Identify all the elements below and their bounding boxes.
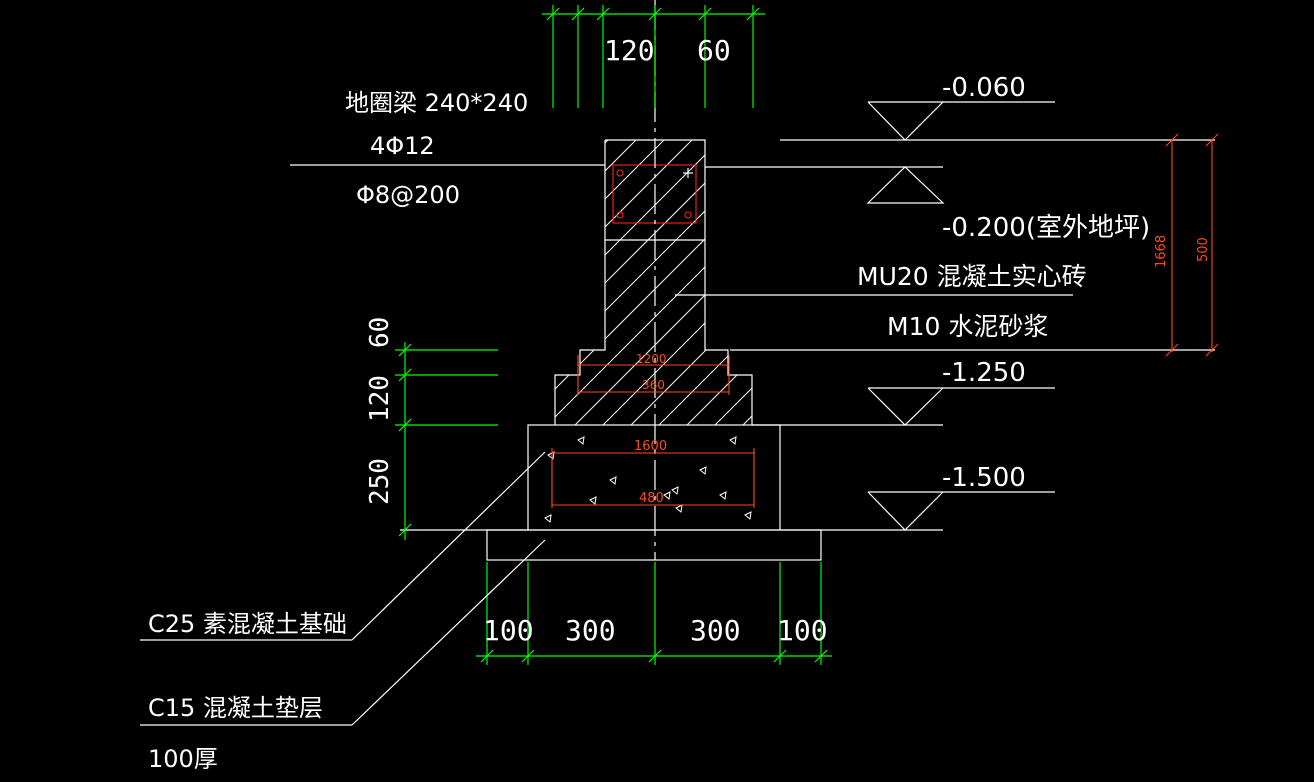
- concrete-aggregate: [589, 496, 597, 505]
- red-dim-480: 480: [639, 491, 664, 506]
- hatch-line: [555, 140, 752, 425]
- rebar-dot: [616, 169, 624, 177]
- hatch-line: [567, 140, 752, 425]
- hatch-line: [623, 140, 752, 425]
- brick-hatch: [0, 0, 1314, 600]
- red-dim-1668: 1668: [1154, 235, 1169, 268]
- concrete-aggregate: [609, 476, 617, 485]
- left-dim-250: 250: [365, 458, 395, 505]
- beam-title-label: 地圈梁 240*240: [345, 89, 528, 117]
- red-dim-1200: 1200: [636, 352, 667, 366]
- elevation-label-1: -0.060: [942, 73, 1026, 103]
- brick-material-label: MU20 混凝土实心砖: [857, 262, 1087, 291]
- c15-cushion-layer: [486, 529, 822, 561]
- hatch-line: [555, 140, 752, 425]
- hatch-line: [595, 140, 752, 425]
- top-dim-60: 60: [697, 34, 731, 67]
- elevation-marker-2: [866, 166, 945, 204]
- wall-outline: [554, 139, 753, 425]
- hatch-line: [0, 0, 384, 600]
- cushion-leader: [351, 539, 546, 726]
- inner-red-dimensions: [551, 355, 755, 508]
- bottom-dimension-lines: [476, 562, 832, 665]
- bottom-dim-100-left: 100: [483, 614, 534, 647]
- concrete-aggregate: [744, 511, 752, 520]
- hatch-line: [555, 140, 752, 425]
- hatch-line: [0, 0, 328, 600]
- elevation-label-3: -1.250: [942, 358, 1026, 388]
- thickness-label: 100厚: [148, 745, 218, 773]
- concrete-aggregate: [675, 504, 683, 513]
- concrete-aggregate: [547, 451, 555, 460]
- bottom-dim-100-right: 100: [777, 614, 828, 647]
- concrete-aggregate: [719, 491, 727, 500]
- bottom-dim-300-right: 300: [690, 614, 741, 647]
- left-dim-60: 60: [365, 317, 395, 348]
- elevation-marker-1: [867, 101, 1055, 141]
- top-dimension-lines: [542, 5, 765, 108]
- elevation-marker-4: [867, 491, 1055, 531]
- mortar-material-label: M10 水泥砂浆: [887, 312, 1048, 341]
- hatch-line: [555, 140, 752, 425]
- red-dim-360: 360: [642, 378, 665, 392]
- hatch-line: [555, 140, 752, 425]
- left-dimension-lines: [395, 342, 498, 540]
- beam-rebar-label: 4Φ12: [370, 132, 435, 160]
- hatch-line: [792, 0, 1314, 600]
- elevation-marker-3: [867, 387, 1055, 426]
- concrete-aggregate: [544, 514, 552, 523]
- cushion-label: C15 混凝土垫层: [148, 694, 323, 722]
- beam-stirrup-label: Φ8@200: [356, 181, 460, 209]
- top-dim-120: 120: [604, 34, 655, 67]
- hatch-line: [0, 0, 300, 600]
- right-red-dimensions: [1165, 133, 1219, 357]
- foundation-label: C25 素混凝土基础: [148, 610, 347, 638]
- concrete-aggregate: [671, 486, 679, 495]
- hatch-line: [555, 140, 752, 425]
- hatch-line: [0, 0, 356, 600]
- elevation-label-2: -0.200(室外地坪): [942, 213, 1150, 243]
- rebar-dot: [616, 211, 624, 219]
- red-dim-1600: 1600: [634, 439, 667, 454]
- concrete-aggregate: [729, 436, 737, 445]
- rebar-dot: [684, 211, 692, 219]
- hatch-line: [764, 0, 1314, 600]
- concrete-texture: [544, 436, 752, 523]
- red-dim-500: 500: [1196, 237, 1211, 262]
- bottom-dim-300-left: 300: [565, 614, 616, 647]
- concrete-aggregate: [577, 436, 585, 445]
- elevation-label-4: -1.500: [942, 463, 1026, 493]
- left-dim-120: 120: [365, 375, 395, 422]
- hatch-line: [555, 140, 637, 425]
- concrete-aggregate: [663, 491, 671, 500]
- concrete-aggregate: [699, 466, 707, 475]
- foundation-leader: [351, 451, 546, 641]
